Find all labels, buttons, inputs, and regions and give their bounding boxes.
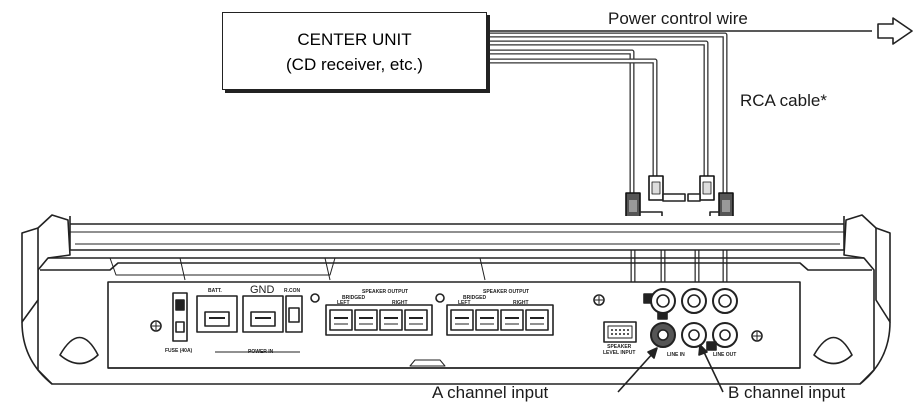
power-in-terminals [196,295,303,353]
rca-plug-a2 [648,175,686,202]
fuse-label: FUSE (40A) [165,348,193,354]
center-unit-box: CENTER UNIT (CD receiver, etc.) [222,12,487,90]
line-out-label: LINE OUT [713,352,737,358]
center-unit-title: CENTER UNIT [297,30,412,49]
speaker-level-input-connector [603,321,637,343]
right-a-label: RIGHT [392,300,408,306]
b-channel-input-label: B channel input [728,383,846,402]
callout-arrow-a [617,347,658,393]
speaker-output-b [446,304,554,336]
rcon-label: R.CON [284,288,301,294]
left-b-label: LEFT [458,300,471,306]
speaker-output-a-label: SPEAKER OUTPUT [362,289,409,295]
center-unit-subtitle: (CD receiver, etc.) [286,55,423,74]
arrow-right-icon [877,17,913,45]
speaker-output-a [325,304,433,336]
speaker-level-input-label: SPEAKER LEVEL INPUT [603,344,636,356]
a-channel-input-label: A channel input [432,383,549,402]
bridged-b-label: BRIDGED [463,295,487,301]
amplifier-body [21,214,891,385]
fuse-holder [172,292,188,342]
callout-arrow-b [698,344,724,393]
rca-cable-label: RCA cable* [740,91,827,110]
gnd-label: GND [250,284,275,296]
rca-plug-b1 [687,175,715,202]
power-in-label: POWER IN [248,349,274,355]
line-in-label: LINE IN [667,352,685,358]
left-a-label: LEFT [337,300,350,306]
bridged-a-label: BRIDGED [342,295,366,301]
batt-label: BATT. [208,288,222,294]
right-b-label: RIGHT [513,300,529,306]
rca-jacks [643,288,738,351]
power-control-wire-label: Power control wire [608,9,748,28]
rca-cable-bundle [487,32,728,195]
speaker-output-b-label: SPEAKER OUTPUT [483,289,530,295]
